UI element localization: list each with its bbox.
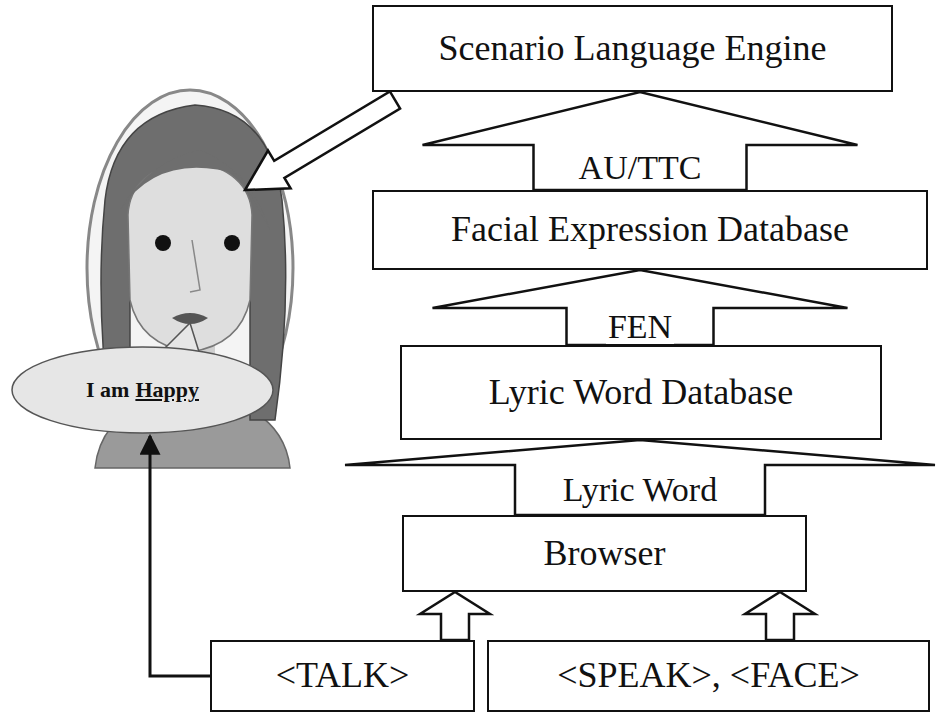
engine-box: Scenario Language Engine: [372, 5, 893, 92]
hollow-arrow: [345, 440, 935, 515]
speech-text: Happy: [135, 378, 199, 401]
box-label: Facial Expression Database: [451, 211, 849, 249]
arrow-label: Lyric Word: [561, 473, 719, 507]
hollow-arrow: [245, 91, 400, 190]
database-box: Facial Expression Database: [372, 190, 928, 270]
nose: [190, 240, 200, 292]
tag-box: <SPEAK>, <FACE>: [487, 640, 930, 712]
eye: [224, 235, 240, 251]
box-label: Lyric Word Database: [489, 374, 793, 412]
speech-text: I am: [86, 378, 129, 401]
tag-box: <TALK>: [210, 640, 475, 712]
hollow-arrow: [433, 270, 848, 345]
hollow-arrow: [423, 92, 858, 190]
database-box: Lyric Word Database: [400, 345, 882, 440]
eye: [155, 235, 171, 251]
arrow-label: AU/TTC: [577, 151, 704, 185]
box-label: <SPEAK>, <FACE>: [557, 657, 860, 695]
box-label: Scenario Language Engine: [439, 30, 827, 68]
speech-bubble: I am Happy: [10, 345, 275, 435]
box-label: <TALK>: [276, 657, 410, 695]
hollow-arrow: [420, 592, 490, 640]
arrow-label: FEN: [606, 310, 674, 344]
connector-arrow: [150, 436, 210, 676]
box-label: Browser: [544, 535, 666, 573]
browser-box: Browser: [402, 515, 807, 592]
hollow-arrow: [745, 592, 815, 640]
